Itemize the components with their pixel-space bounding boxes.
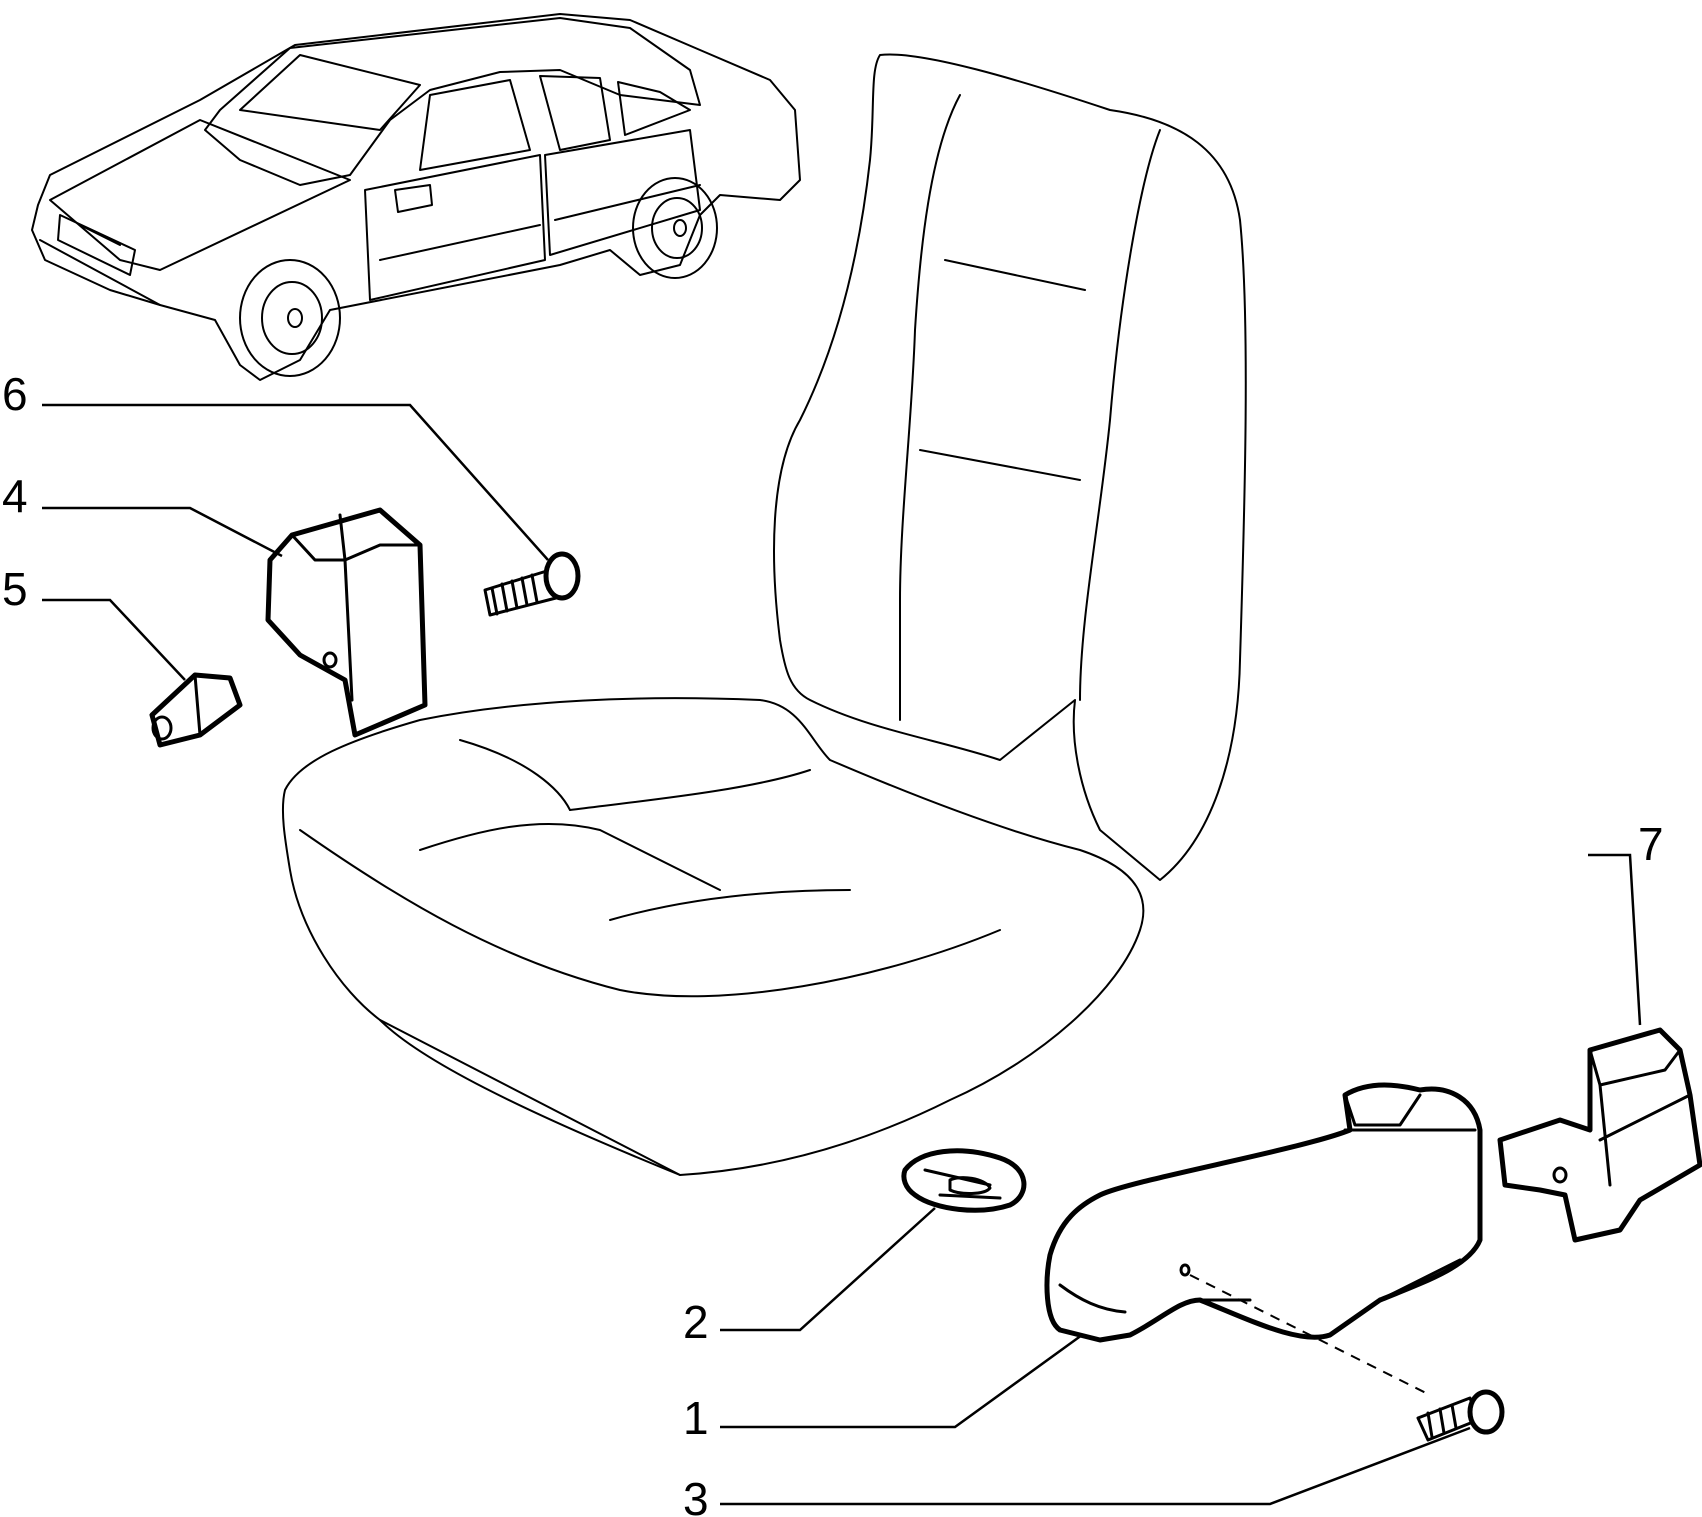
callout-6: 6 (2, 368, 28, 420)
part-1-side-trim (1044, 1082, 1483, 1396)
callout-3: 3 (683, 1473, 709, 1517)
leader-lines (42, 403, 1642, 1506)
part-5-clip (149, 672, 243, 748)
leader-4 (42, 506, 283, 558)
callout-4: 4 (2, 470, 28, 522)
leader-1 (720, 1333, 1083, 1429)
leader-7 (1588, 853, 1642, 1026)
part-3-screw (1416, 1389, 1505, 1442)
callout-1: 1 (683, 1392, 709, 1444)
leader-6 (42, 403, 549, 561)
part-7-bracket (1497, 1027, 1702, 1243)
leader-3 (720, 1426, 1471, 1506)
part-4-side-cover (265, 507, 428, 738)
car-illustration (31, 13, 801, 381)
callout-5: 5 (2, 563, 28, 615)
part-2-switch (901, 1148, 1027, 1213)
leader-5 (42, 598, 186, 681)
seat-illustration (281, 53, 1247, 1176)
leader-2 (720, 1207, 936, 1332)
callout-7: 7 (1638, 818, 1664, 870)
callout-labels: 6 4 5 2 1 3 7 (2, 368, 1664, 1517)
part-6-screw (483, 551, 581, 617)
callout-2: 2 (683, 1296, 709, 1348)
